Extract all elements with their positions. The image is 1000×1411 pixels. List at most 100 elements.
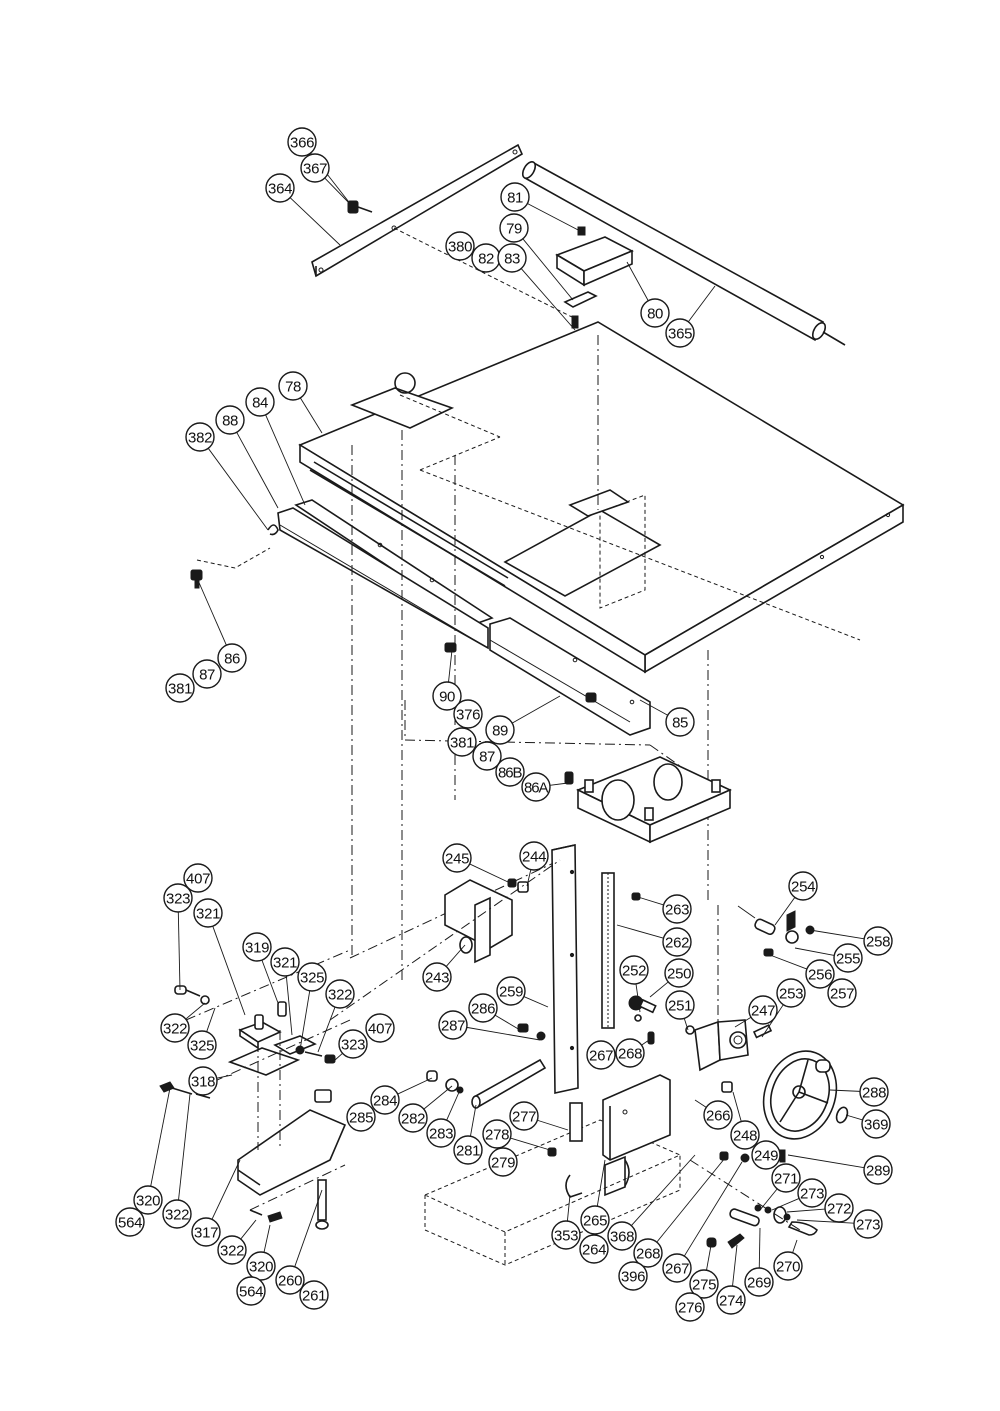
leader-line-262 bbox=[616, 924, 664, 939]
callout-circle bbox=[185, 422, 215, 452]
part-callout-250: 250 bbox=[664, 958, 694, 988]
leader-line-320 bbox=[150, 1087, 171, 1187]
callout-label: 353 bbox=[554, 1228, 578, 1245]
part-callout-366: 366 bbox=[287, 127, 317, 157]
part-callout-81: 81 bbox=[500, 182, 530, 212]
part-callout-283: 283 bbox=[426, 1118, 456, 1148]
part-callout-322: 322 bbox=[217, 1235, 247, 1265]
callout-circle bbox=[824, 1193, 854, 1223]
callout-circle bbox=[346, 1102, 376, 1132]
part-callout-266: 266 bbox=[703, 1100, 733, 1130]
callout-circle bbox=[662, 1253, 692, 1283]
leader-line-88 bbox=[236, 432, 279, 509]
callout-circle bbox=[497, 243, 527, 273]
callout-circle bbox=[485, 715, 515, 745]
callout-label: 381 bbox=[168, 681, 192, 698]
callout-label: 376 bbox=[456, 707, 480, 724]
callout-circle bbox=[773, 1251, 803, 1281]
callout-circle bbox=[183, 863, 213, 893]
callout-label: 86B bbox=[498, 765, 522, 782]
callout-label: 407 bbox=[186, 871, 210, 888]
callout-circle bbox=[751, 1140, 781, 1170]
callout-circle bbox=[133, 1185, 163, 1215]
part-callout-273: 273 bbox=[853, 1209, 883, 1239]
callout-circle bbox=[689, 1269, 719, 1299]
callout-circle bbox=[861, 1109, 891, 1139]
leader-line-272 bbox=[786, 1208, 826, 1213]
callout-circle bbox=[675, 1292, 705, 1322]
leader-line-81 bbox=[527, 203, 583, 233]
part-callout-256: 256 bbox=[805, 959, 835, 989]
callout-label: 83 bbox=[504, 251, 520, 268]
part-callout-84: 84 bbox=[245, 387, 275, 417]
leader-line-243 bbox=[445, 944, 466, 967]
callout-circle bbox=[580, 1205, 610, 1235]
callout-label: 564 bbox=[239, 1284, 263, 1301]
callout-circle bbox=[472, 741, 502, 771]
callout-label: 254 bbox=[791, 879, 815, 896]
leader-line-250 bbox=[649, 981, 669, 998]
callout-label: 80 bbox=[647, 306, 663, 323]
callout-label: 276 bbox=[678, 1300, 702, 1317]
part-callout-259: 259 bbox=[496, 976, 526, 1006]
leader-line-325 bbox=[206, 1007, 216, 1032]
callout-circle bbox=[438, 1010, 468, 1040]
leader-line-320 bbox=[263, 1224, 271, 1253]
part-callout-87: 87 bbox=[192, 659, 222, 689]
callout-label: 317 bbox=[194, 1225, 218, 1242]
callout-circle bbox=[500, 182, 530, 212]
callout-circle bbox=[797, 1178, 827, 1208]
leader-line-89 bbox=[511, 695, 561, 724]
part-callout-288: 288 bbox=[859, 1077, 889, 1107]
callout-circle bbox=[299, 1280, 329, 1310]
part-callout-564: 564 bbox=[236, 1276, 266, 1306]
leader-line-286 bbox=[494, 1014, 521, 1031]
callout-circle bbox=[551, 1220, 581, 1250]
callout-circle bbox=[744, 1267, 774, 1297]
callout-label: 266 bbox=[706, 1108, 730, 1125]
callout-circle bbox=[618, 1261, 648, 1291]
leader-line-367 bbox=[324, 177, 353, 207]
leader-line-322 bbox=[317, 1006, 336, 1053]
leader-line-265 bbox=[596, 1159, 606, 1207]
callout-circle bbox=[665, 318, 695, 348]
part-callout-86: 86 bbox=[217, 643, 247, 673]
callout-label: 253 bbox=[779, 986, 803, 1003]
leader-line-267 bbox=[683, 1161, 743, 1257]
callout-circle bbox=[519, 841, 549, 871]
callout-circle bbox=[863, 1155, 893, 1185]
part-callout-381: 381 bbox=[165, 673, 195, 703]
callout-circle bbox=[788, 871, 818, 901]
callout-circle bbox=[447, 727, 477, 757]
part-callout-88: 88 bbox=[215, 405, 245, 435]
part-callout-267: 267 bbox=[662, 1253, 692, 1283]
part-callout-367: 367 bbox=[300, 153, 330, 183]
part-callout-322: 322 bbox=[325, 979, 355, 1009]
callout-label: 90 bbox=[439, 689, 455, 706]
callout-circle bbox=[521, 772, 551, 802]
part-callout-319: 319 bbox=[242, 932, 272, 962]
part-callout-82: 82 bbox=[471, 243, 501, 273]
lock-lever-assembly bbox=[717, 905, 815, 1030]
callout-label: 264 bbox=[582, 1242, 606, 1259]
callout-label: 367 bbox=[303, 161, 327, 178]
part-callout-257: 257 bbox=[827, 978, 857, 1008]
callout-circle bbox=[615, 1038, 645, 1068]
callout-label: 564 bbox=[118, 1215, 142, 1232]
callout-circle bbox=[236, 1276, 266, 1306]
part-callout-245: 245 bbox=[442, 843, 472, 873]
callout-label: 82 bbox=[478, 251, 494, 268]
callout-label: 260 bbox=[278, 1273, 302, 1290]
callout-circle bbox=[805, 959, 835, 989]
callout-label: 262 bbox=[665, 935, 689, 952]
callout-label: 271 bbox=[774, 1171, 798, 1188]
pinion-250 bbox=[628, 995, 657, 1022]
callout-circle bbox=[664, 958, 694, 988]
part-callout-260: 260 bbox=[275, 1265, 305, 1295]
part-callout-268: 268 bbox=[633, 1238, 663, 1268]
callout-label: 258 bbox=[866, 934, 890, 951]
bracket-243 bbox=[444, 878, 529, 964]
callout-circle bbox=[859, 1077, 889, 1107]
leader-line-86 bbox=[196, 577, 227, 646]
callout-label: 289 bbox=[866, 1163, 890, 1180]
